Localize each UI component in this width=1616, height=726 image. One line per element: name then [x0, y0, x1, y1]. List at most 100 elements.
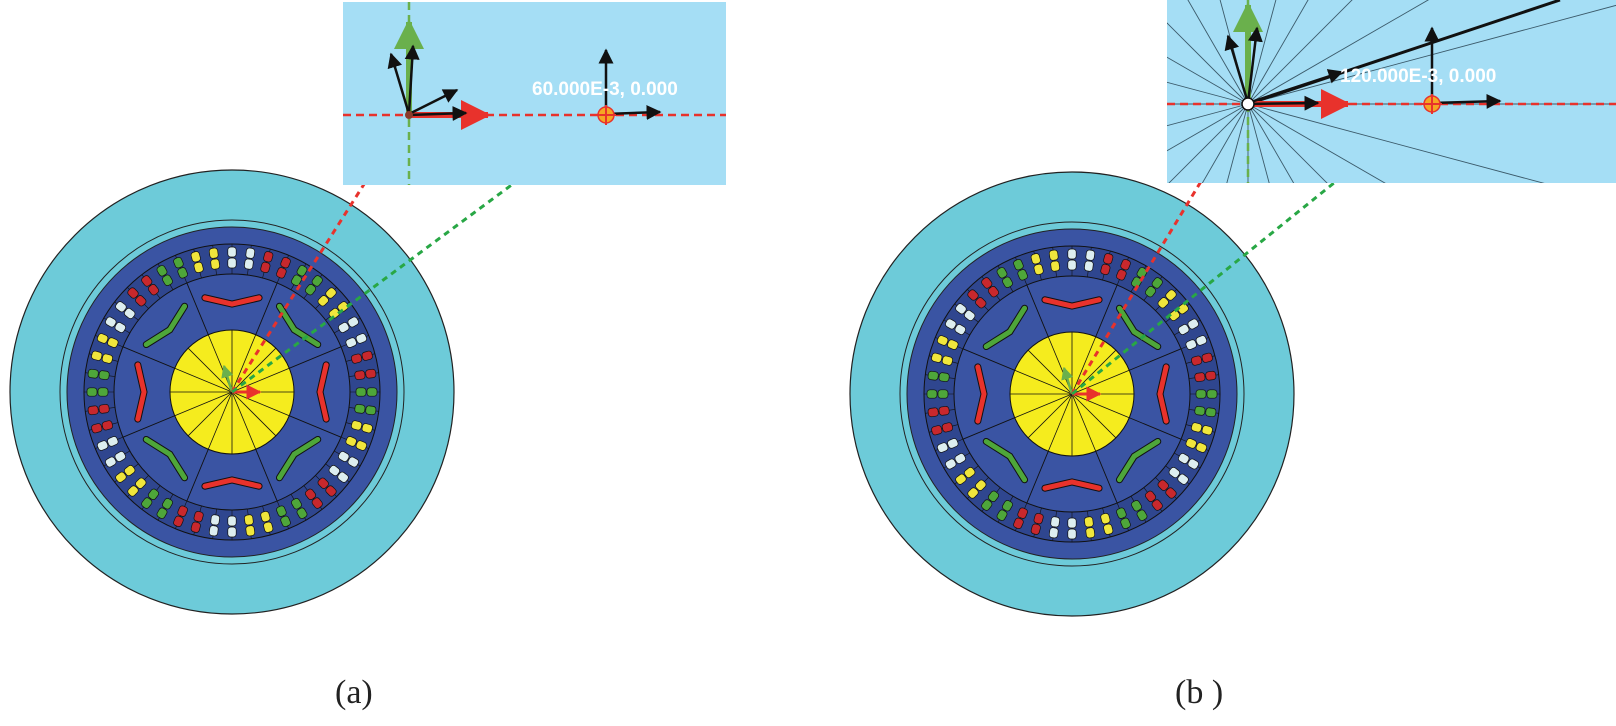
stator-slot-a	[260, 248, 274, 279]
stator-slot-b	[996, 265, 1014, 292]
stator-slot-b	[925, 406, 956, 418]
stator-slot-a	[325, 301, 350, 321]
shaft-spoke-a	[231, 391, 257, 450]
mesh-spoke-b	[1247, 0, 1309, 105]
stator-slot-a	[345, 350, 376, 364]
stator-slot-b	[1100, 250, 1114, 281]
stator-slot-a	[345, 420, 376, 434]
stator-slot-a	[114, 463, 139, 483]
shaft-spoke-b	[1027, 393, 1073, 439]
rotor-magnet-b	[1116, 438, 1161, 483]
rotor-magnet-b	[1157, 364, 1169, 424]
origin-marker-a	[405, 111, 413, 119]
stator-slot-a	[103, 450, 130, 468]
stator-slot-a	[208, 245, 220, 276]
stator-slot-b	[935, 335, 964, 350]
coordinate-label-a: 60.000E-3, 0.000	[532, 79, 678, 100]
point-vector-right-b	[1431, 93, 1502, 109]
shaft-spoke-a	[174, 391, 233, 417]
stator-slot-b	[1100, 507, 1114, 538]
stator-slot-b	[1013, 502, 1028, 531]
shaft-spoke-b	[1014, 369, 1073, 395]
stator-slot-b	[1165, 465, 1190, 485]
stator-slot-a	[190, 505, 204, 536]
vector-arrow-a2	[404, 44, 420, 115]
stator-slot-a	[334, 450, 361, 468]
stator-slot-b	[1155, 289, 1177, 311]
rotor-magnet-a	[143, 303, 188, 348]
panel-a: 60.000E-3, 0.000 (a)	[9, 2, 726, 711]
stator-slot-b	[1185, 352, 1216, 366]
stator-slot-b	[943, 452, 970, 470]
airgap-ring-a	[59, 219, 405, 565]
airgap-ring-b	[899, 221, 1245, 567]
mesh-spoke-b	[1247, 4, 1616, 105]
zoom-inset-a: 60.000E-3, 0.000	[343, 2, 726, 185]
shaft-spoke-a	[174, 367, 233, 393]
shaft-spoke-b	[1047, 393, 1073, 452]
mesh-spoke-b	[1247, 0, 1277, 105]
stator-slot-a	[276, 500, 291, 529]
shaft-spoke-a	[187, 391, 233, 437]
stator-slot-a	[85, 404, 116, 416]
stator-slot-b	[1116, 502, 1131, 531]
stator-slot-a	[260, 505, 274, 536]
shaft-spoke-b	[1071, 393, 1117, 439]
point-marker-icon-b	[1422, 94, 1442, 114]
stator-slot-a	[315, 475, 337, 497]
stator-slot-b	[1130, 265, 1148, 292]
mesh-spoke-b	[1247, 0, 1430, 105]
stator-slot-a	[156, 263, 174, 290]
shaft-spoke-b	[1071, 393, 1097, 452]
stator-slot-b	[1048, 510, 1060, 541]
stator-slot-a	[141, 485, 161, 510]
rotor-magnet-b	[1042, 479, 1102, 491]
stator-slot-a	[190, 248, 204, 279]
point-vector-right-a	[605, 105, 662, 120]
stator-slot-b	[1155, 477, 1177, 499]
stator-slot-b	[1143, 276, 1163, 301]
mesh-spoke-b	[1247, 103, 1270, 183]
shaft-spoke-b	[1071, 349, 1117, 395]
stator-slot-b	[1048, 247, 1060, 278]
stator-slot-a	[325, 463, 350, 483]
vector-arrow-a1	[387, 52, 411, 115]
stator-slot-b	[1190, 389, 1220, 399]
vector-arrow-b4	[1247, 95, 1320, 111]
stator-slot-b	[1143, 487, 1163, 512]
stator-slot-b	[1185, 422, 1216, 436]
stator-slot-b	[996, 496, 1014, 523]
stator-slot-b	[1084, 247, 1096, 278]
mesh-spoke-b	[1247, 103, 1386, 183]
shaft-spoke-b	[1071, 393, 1130, 419]
stator-slot-b	[954, 465, 979, 485]
stator-slot-a	[227, 510, 237, 540]
stator-slot-b	[1013, 257, 1028, 286]
shaft-spoke-a	[187, 347, 233, 393]
stator-slot-b	[1030, 507, 1044, 538]
origin-marker-b	[1241, 97, 1255, 111]
stator-slot-b	[1180, 335, 1209, 350]
stator-slot-a	[303, 485, 323, 510]
stator-slot-a	[95, 436, 124, 451]
stator-slot-b	[1084, 510, 1096, 541]
stator-slot-b	[928, 352, 959, 366]
shaft-spoke-a	[231, 334, 257, 393]
shaft-spoke-a	[231, 391, 277, 437]
stator-slot-b	[1067, 512, 1077, 542]
stator-slot-a	[127, 475, 149, 497]
mesh-spoke-b	[1167, 103, 1249, 152]
stator-slot-b	[935, 438, 964, 453]
rotor-magnet-b	[1116, 305, 1161, 350]
stator-slot-a	[173, 255, 188, 284]
stator-slot-a	[156, 494, 174, 521]
stator-slot-a	[88, 350, 119, 364]
stator-slot-b	[1116, 257, 1131, 286]
rotor-magnet-b	[975, 364, 987, 424]
rotor-magnet-a	[202, 295, 262, 307]
rotor-magnet-b	[983, 305, 1028, 350]
rotor-magnet-a	[135, 362, 147, 422]
stator-slot-b	[928, 422, 959, 436]
rotor-magnet-a	[202, 477, 262, 489]
stator-slot-b	[1174, 318, 1201, 336]
